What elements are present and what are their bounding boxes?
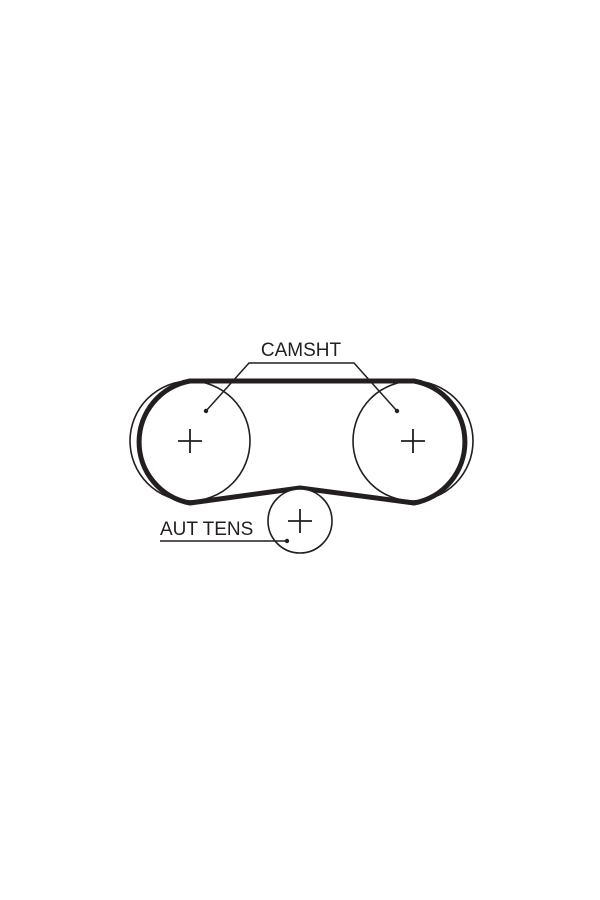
left-camshaft-leader-dot [203, 408, 209, 414]
left-camshaft-pulley [129, 380, 251, 502]
right-camshaft-pulley [352, 380, 474, 502]
right-camshaft-leader-dot [394, 408, 400, 414]
tensioner-pulley [267, 488, 333, 554]
camshaft-label: CAMSHT [261, 340, 342, 361]
right-pulley-center-mark [401, 429, 425, 453]
tensioner-label: AUT TENS [160, 519, 253, 540]
timing-belt [136, 378, 468, 506]
camshaft-leader-lines [205, 362, 398, 412]
tensioner-center-mark [288, 509, 312, 533]
tensioner-leader-dot [284, 538, 290, 544]
left-pulley-center-mark [178, 429, 202, 453]
